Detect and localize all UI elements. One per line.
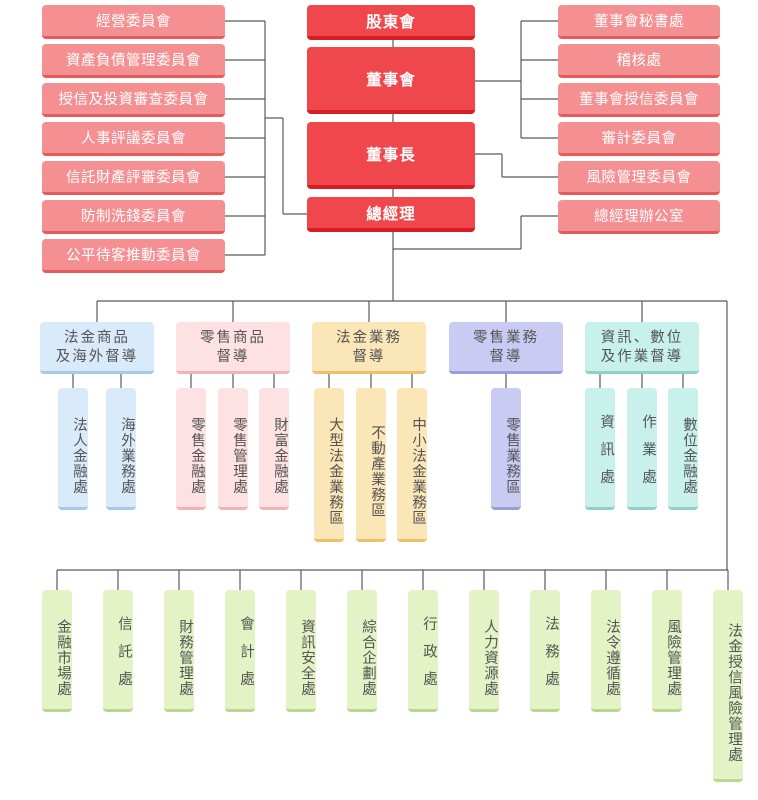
department-box[interactable]: 財務管理處 bbox=[164, 590, 194, 712]
committee-box[interactable]: 經營委員會 bbox=[42, 5, 225, 39]
unit-box[interactable]: 海外業務處 bbox=[106, 388, 136, 510]
unit-box[interactable]: 零售管理處 bbox=[218, 388, 248, 510]
department-box[interactable]: 金融市場處 bbox=[42, 590, 72, 712]
department-box[interactable]: 會計處 bbox=[225, 590, 255, 712]
unit-box[interactable]: 作業處 bbox=[627, 388, 657, 510]
board-unit-box[interactable]: 總經理辦公室 bbox=[558, 200, 720, 234]
chairman-box[interactable]: 董事長 bbox=[307, 122, 475, 189]
board-unit-box[interactable]: 風險管理委員會 bbox=[558, 161, 720, 195]
unit-box[interactable]: 數位金融處 bbox=[668, 388, 698, 510]
unit-box[interactable]: 大型法金業務區 bbox=[314, 388, 344, 542]
department-box[interactable]: 法金授信風險管理處 bbox=[713, 590, 743, 782]
board-unit-box[interactable]: 稽核處 bbox=[558, 44, 720, 78]
committee-box[interactable]: 資產負債管理委員會 bbox=[42, 44, 225, 78]
department-box[interactable]: 信託處 bbox=[103, 590, 133, 712]
board-box[interactable]: 董事會 bbox=[307, 47, 475, 114]
supervision-box[interactable]: 零售業務 督導 bbox=[449, 322, 563, 374]
committee-box[interactable]: 公平待客推動委員會 bbox=[42, 239, 225, 273]
committee-box[interactable]: 防制洗錢委員會 bbox=[42, 200, 225, 234]
board-unit-box[interactable]: 董事會秘書處 bbox=[558, 5, 720, 39]
unit-box[interactable]: 零售業務區 bbox=[491, 388, 521, 510]
unit-box[interactable]: 法人金融處 bbox=[58, 388, 88, 510]
shareholders-box[interactable]: 股東會 bbox=[307, 5, 475, 40]
supervision-box[interactable]: 資訊、數位 及作業督導 bbox=[585, 322, 699, 374]
unit-box[interactable]: 資訊處 bbox=[585, 388, 615, 510]
unit-box[interactable]: 不動產業務區 bbox=[356, 388, 386, 542]
department-box[interactable]: 法務處 bbox=[530, 590, 560, 712]
department-box[interactable]: 行政處 bbox=[408, 590, 438, 712]
supervision-box[interactable]: 零售商品 督導 bbox=[176, 322, 290, 374]
department-box[interactable]: 人力資源處 bbox=[469, 590, 499, 712]
committee-box[interactable]: 授信及投資審查委員會 bbox=[42, 83, 225, 117]
department-box[interactable]: 法令遵循處 bbox=[591, 590, 621, 712]
committee-box[interactable]: 人事評議委員會 bbox=[42, 122, 225, 156]
unit-box[interactable]: 財富金融處 bbox=[259, 388, 289, 510]
supervision-box[interactable]: 法金業務 督導 bbox=[312, 322, 426, 374]
department-box[interactable]: 綜合企劃處 bbox=[347, 590, 377, 712]
department-box[interactable]: 資訊安全處 bbox=[286, 590, 316, 712]
board-unit-box[interactable]: 審計委員會 bbox=[558, 122, 720, 156]
unit-box[interactable]: 零售金融處 bbox=[176, 388, 206, 510]
committee-box[interactable]: 信託財產評審委員會 bbox=[42, 161, 225, 195]
unit-box[interactable]: 中小法金業務區 bbox=[397, 388, 427, 542]
board-unit-box[interactable]: 董事會授信委員會 bbox=[558, 83, 720, 117]
president-box[interactable]: 總經理 bbox=[307, 197, 475, 232]
supervision-box[interactable]: 法金商品 及海外督導 bbox=[40, 322, 154, 374]
department-box[interactable]: 風險管理處 bbox=[652, 590, 682, 712]
